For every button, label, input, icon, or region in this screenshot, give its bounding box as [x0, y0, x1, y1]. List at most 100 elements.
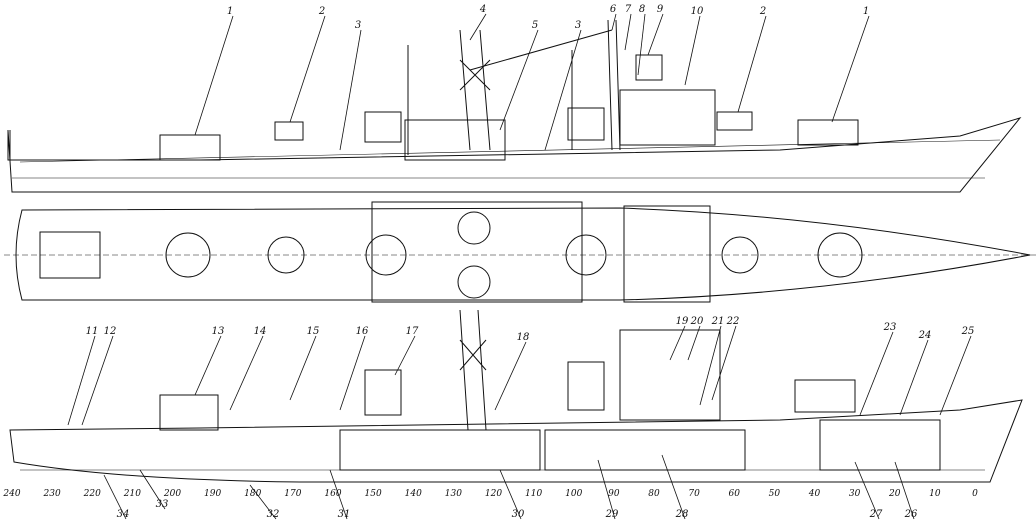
- callout-number: 29: [605, 509, 619, 520]
- callout-leader: [711, 325, 737, 401]
- callout-number: 26: [904, 509, 918, 520]
- section-forward-turret: [794, 379, 856, 413]
- callout-number: 16: [356, 326, 369, 337]
- callout-number: 15: [307, 326, 320, 337]
- plan-aft-twin-mount: [267, 236, 305, 274]
- aft-twin-mount: [274, 121, 304, 141]
- frame-number: 240: [2, 489, 20, 499]
- callout-leader: [647, 13, 664, 56]
- plan-fore-funnel: [565, 234, 607, 276]
- frame-number: 170: [284, 489, 301, 499]
- callout-leader: [859, 331, 894, 416]
- callout-number: 30: [512, 509, 525, 520]
- plan-hull-outline: [15, 207, 1031, 301]
- aft-funnel: [364, 111, 402, 143]
- callout-leader: [494, 341, 527, 411]
- callout-leader: [597, 459, 616, 520]
- callout-leader: [737, 15, 767, 113]
- plan-view: [4, 201, 1036, 303]
- plan-bridge: [623, 205, 711, 303]
- frame-number: 110: [525, 489, 542, 499]
- callout-number: 32: [267, 509, 280, 520]
- callout-number: 20: [690, 316, 704, 327]
- callout-leader: [81, 335, 114, 426]
- forward-gun-turret: [797, 119, 859, 146]
- callout-number: 31: [338, 509, 351, 520]
- section-hull: [9, 399, 1023, 483]
- profile-deck-line: [19, 139, 1001, 163]
- callout-number: 3: [355, 20, 361, 31]
- callout-number: 4: [479, 4, 486, 15]
- plan-midship-mount-port: [457, 211, 491, 245]
- director-tower: [635, 54, 663, 81]
- section-forward-compartments: [819, 419, 941, 471]
- profile-hull: [7, 117, 1022, 193]
- frame-number: 30: [849, 489, 861, 499]
- frame-number: 120: [485, 489, 502, 499]
- callout-number: 2: [318, 6, 325, 17]
- aft-gun-turret: [159, 134, 221, 161]
- callout-leader: [939, 335, 972, 416]
- callout-leader: [687, 325, 701, 361]
- callout-number: 19: [676, 316, 689, 327]
- frame-number: 40: [808, 489, 821, 499]
- callout-number: 18: [517, 332, 530, 343]
- callout-leader: [699, 325, 722, 406]
- callout-leader: [611, 13, 617, 31]
- callout-leader: [854, 461, 880, 520]
- callout-leader: [469, 13, 487, 41]
- callout-number: 34: [117, 509, 130, 520]
- frame-number: 100: [565, 489, 582, 499]
- fore-mast: [607, 19, 621, 151]
- section-bridge: [619, 329, 721, 421]
- callout-number: 10: [691, 6, 704, 17]
- callout-leader: [249, 484, 277, 520]
- callout-leader: [394, 335, 416, 376]
- callout-leader: [661, 454, 686, 520]
- callout-number: 2: [759, 6, 766, 17]
- callout-number: 12: [104, 326, 117, 337]
- frame-number: 0: [972, 489, 978, 499]
- callout-number: 6: [610, 4, 617, 15]
- callout-leader: [544, 29, 582, 151]
- callout-leader: [637, 13, 646, 76]
- frame-number: 90: [608, 489, 620, 499]
- frame-number: 80: [648, 489, 660, 499]
- callout-number: 14: [254, 326, 267, 337]
- frame-number: 140: [405, 489, 422, 499]
- callout-leader: [139, 469, 166, 510]
- plan-aft-turret: [165, 232, 211, 278]
- callout-number: 25: [961, 326, 975, 337]
- main-mast-lattice: [459, 29, 491, 151]
- profile-view: [7, 19, 1022, 193]
- callout-number: 23: [883, 322, 897, 333]
- callout-number: 24: [918, 330, 932, 341]
- mast-boom: [469, 29, 613, 71]
- plan-midship-mount-stbd: [457, 265, 491, 299]
- callout-number: 17: [406, 326, 419, 337]
- frame-number: 10: [929, 489, 941, 499]
- callout-leader: [67, 335, 96, 426]
- callout-leader: [684, 15, 701, 86]
- callout-leader: [229, 335, 264, 411]
- frame-number: 130: [445, 489, 462, 499]
- callout-leader: [899, 339, 929, 416]
- callout-number: 1: [227, 6, 233, 17]
- callout-leader: [669, 325, 686, 361]
- callout-number: 8: [639, 4, 645, 15]
- section-main-mast: [459, 309, 487, 431]
- forward-twin-mount: [716, 111, 753, 131]
- section-aft-turret: [159, 394, 219, 431]
- callout-leader: [831, 15, 870, 123]
- frame-number: 60: [729, 489, 741, 499]
- callout-leader: [339, 29, 362, 151]
- callout-number: 7: [625, 4, 632, 15]
- frame-number: 70: [688, 489, 700, 499]
- callout-leader: [103, 474, 127, 520]
- central-deckhouse: [404, 119, 506, 161]
- frame-number: 20: [888, 489, 901, 499]
